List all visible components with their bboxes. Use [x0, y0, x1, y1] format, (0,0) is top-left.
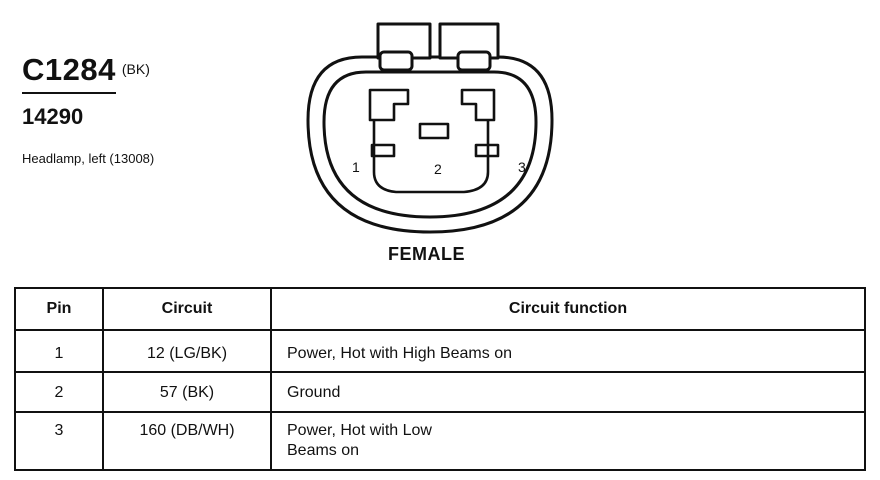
keying-slot-left — [368, 88, 410, 122]
pin-label-1: 1 — [352, 159, 360, 175]
pin-cell: 3 — [14, 411, 104, 471]
table-row: 3 160 (DB/WH) Power, Hot with Low Beams … — [14, 411, 866, 471]
terminal-cavity-body — [372, 120, 490, 194]
header-pin: Pin — [14, 287, 104, 331]
table-row: 2 57 (BK) Ground — [14, 371, 866, 413]
function-cell: Ground — [270, 371, 866, 413]
pin-cell: 2 — [14, 371, 104, 413]
table-header-row: Pin Circuit Circuit function — [14, 287, 866, 331]
circuit-cell: 57 (BK) — [102, 371, 272, 413]
connector-id: C1284 — [22, 52, 116, 87]
connector-description: Headlamp, left (13008) — [22, 151, 155, 166]
connector-heading: C1284 (BK) — [22, 52, 150, 88]
pin-label-2: 2 — [434, 161, 442, 177]
connector-color-code: (BK) — [121, 60, 150, 77]
connector-face-diagram: 1 2 3 — [306, 22, 554, 234]
pin-label-3: 3 — [518, 159, 526, 175]
circuit-cell: 12 (LG/BK) — [102, 329, 272, 373]
terminal-1 — [370, 143, 396, 158]
circuit-cell: 160 (DB/WH) — [102, 411, 272, 471]
connector-outer-shell — [306, 55, 554, 234]
keying-slot-right — [460, 88, 496, 122]
connector-gender-label: FEMALE — [388, 244, 465, 264]
table-row: 1 12 (LG/BK) Power, Hot with High Beams … — [14, 329, 866, 373]
header-circuit: Circuit — [102, 287, 272, 331]
center-terminal — [418, 122, 450, 140]
pinout-table: Pin Circuit Circuit function 1 12 (LG/BK… — [14, 287, 866, 471]
part-number: 14290 — [22, 104, 84, 129]
function-cell: Power, Hot with High Beams on — [270, 329, 866, 373]
header-circuit-function: Circuit function — [270, 287, 866, 331]
terminal-3 — [474, 143, 500, 158]
heading-divider — [22, 92, 116, 94]
connector-inner-shell — [322, 70, 538, 219]
pin-cell: 1 — [14, 329, 104, 373]
function-cell: Power, Hot with Low Beams on — [270, 411, 866, 471]
